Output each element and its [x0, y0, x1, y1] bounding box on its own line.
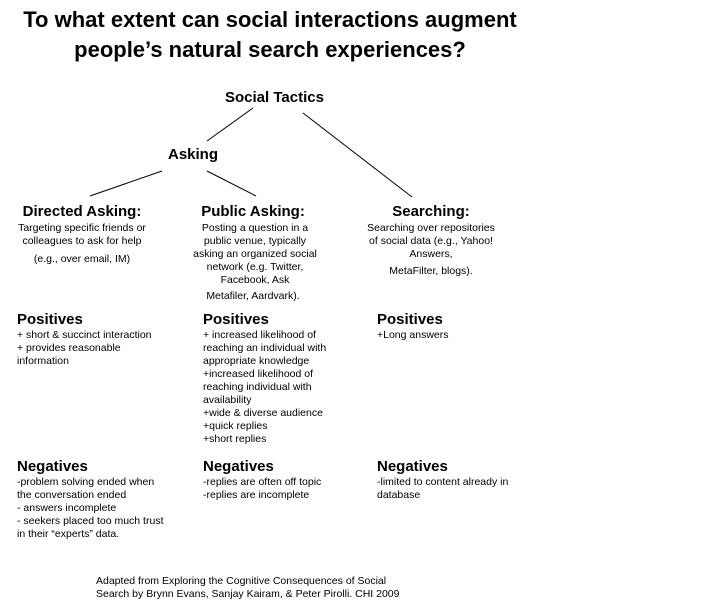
list-item: + provides reasonable information — [17, 342, 121, 367]
public-asking-description: Posting a question in a public venue, ty… — [193, 222, 317, 286]
searching-negatives-list: -limited to content already in database — [377, 476, 522, 502]
searching-positives-list: +Long answers — [377, 329, 527, 342]
public-asking-example: Metafiler, Aardvark). — [206, 290, 300, 302]
searching-title: Searching: — [392, 203, 470, 220]
connector-root-searching — [302, 112, 413, 198]
directed-negatives-list: -problem solving ended when the conversa… — [17, 476, 165, 541]
list-item: +increased likelihood of reaching indivi… — [203, 368, 314, 406]
searching-positives-heading: Positives — [377, 311, 443, 328]
directed-asking-example: (e.g., over email, IM) — [33, 253, 131, 265]
directed-negatives-heading: Negatives — [17, 458, 88, 475]
title-line-2: people’s natural search experiences? — [74, 37, 466, 62]
connector-root-asking — [206, 107, 254, 142]
public-positives-heading: Positives — [203, 311, 269, 328]
directed-asking-title: Directed Asking: — [22, 203, 142, 220]
directed-positives-list: + short & succinct interaction + provide… — [17, 329, 167, 368]
connector-asking-directed — [89, 170, 163, 197]
list-item: -replies are often off topic — [203, 476, 322, 488]
public-negatives-list: -replies are often off topic -replies ar… — [203, 476, 353, 502]
list-item: +quick replies — [203, 420, 268, 432]
citation-line-1: Adapted from Exploring the Cognitive Con… — [96, 575, 387, 587]
list-item: + short & succinct interaction — [17, 329, 152, 341]
list-item: + increased likelihood of reaching an in… — [203, 329, 327, 367]
list-item: -problem solving ended when the conversa… — [17, 476, 155, 501]
connector-asking-public — [206, 170, 257, 197]
list-item: +wide & diverse audience — [203, 407, 323, 419]
list-item: -limited to content already in database — [377, 476, 509, 501]
node-asking: Asking — [168, 146, 219, 163]
list-item: - answers incomplete — [17, 502, 117, 514]
list-item: - seekers placed too much trust in their… — [17, 515, 164, 540]
list-item: -replies are incomplete — [203, 489, 310, 501]
searching-description: Searching over repositories of social da… — [367, 222, 495, 260]
citation-line-2: Search by Brynn Evans, Sanjay Kairam, & … — [96, 588, 400, 600]
page-title: To what extent can social interactions a… — [0, 5, 540, 65]
list-item: +Long answers — [377, 329, 449, 341]
searching-negatives-heading: Negatives — [377, 458, 448, 475]
public-negatives-heading: Negatives — [203, 458, 274, 475]
directed-asking-description: Targeting specific friends or colleagues… — [18, 222, 146, 247]
public-positives-list: + increased likelihood of reaching an in… — [203, 329, 338, 446]
title-line-1: To what extent can social interactions a… — [23, 7, 517, 32]
public-asking-title: Public Asking: — [201, 203, 305, 220]
citation: Adapted from Exploring the Cognitive Con… — [96, 575, 399, 601]
directed-positives-heading: Positives — [17, 311, 83, 328]
searching-example: MetaFilter, blogs). — [389, 265, 473, 277]
list-item: +short replies — [203, 433, 267, 445]
node-social-tactics: Social Tactics — [225, 89, 324, 106]
